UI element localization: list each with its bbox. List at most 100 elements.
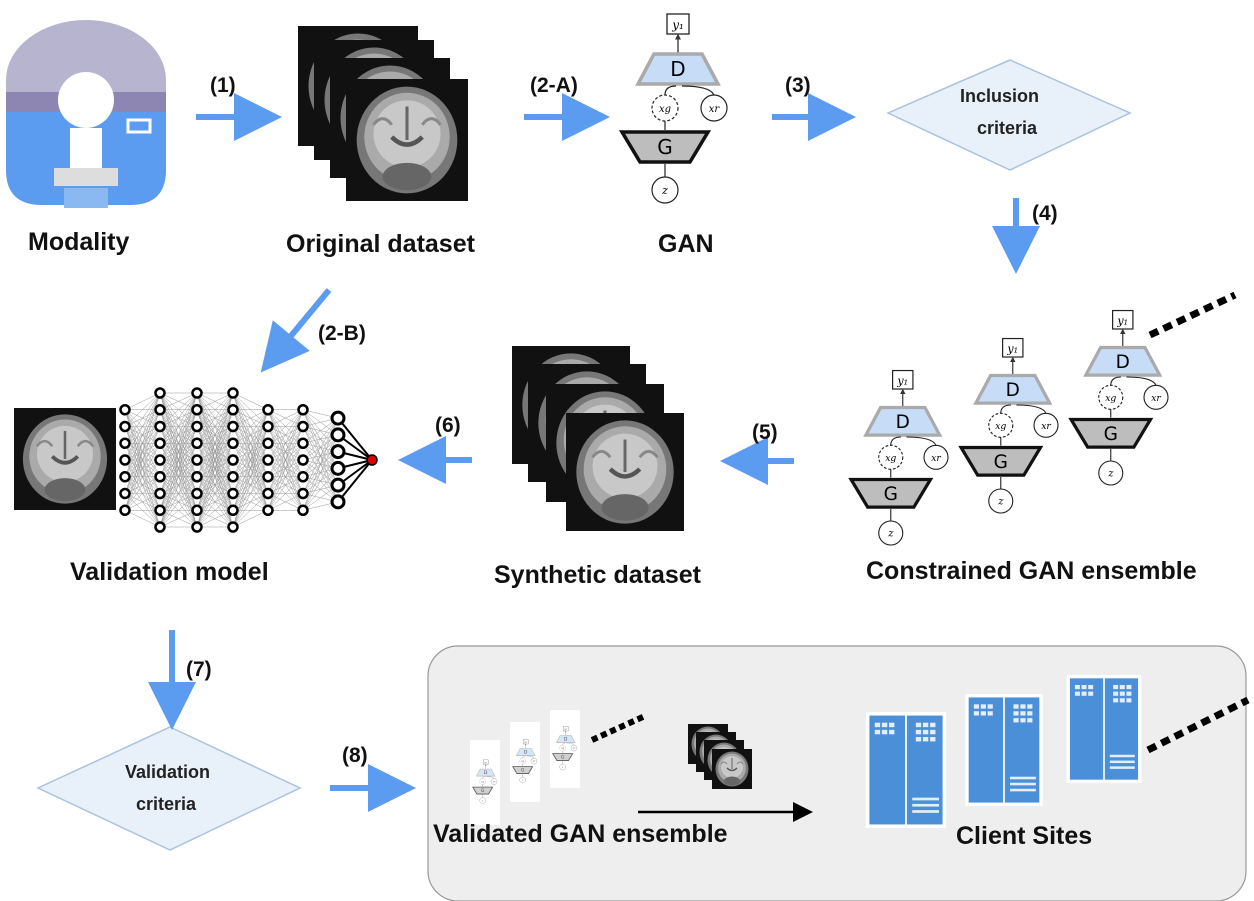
nn-edge (124, 392, 161, 410)
nn-edge (196, 409, 234, 528)
nn-edge (267, 409, 304, 494)
nn-edge (232, 409, 269, 477)
nn-node (119, 454, 131, 466)
nn-output-node (366, 454, 378, 466)
nn-edge (196, 426, 234, 528)
nn-edge (302, 451, 339, 511)
nn-edge (267, 409, 304, 477)
nn-node (297, 404, 309, 416)
nn-edge (267, 426, 304, 511)
nn-edge (232, 493, 269, 528)
nn-edge (159, 392, 198, 511)
nn-node (330, 477, 346, 493)
nn-node (297, 504, 309, 516)
original-dataset-label: Original dataset (286, 230, 475, 258)
inclusion-criteria-label-1: Inclusion (960, 86, 1040, 106)
nn-node (262, 420, 274, 433)
nn-edge (196, 392, 234, 444)
nn-node (262, 454, 274, 466)
nn-node (227, 437, 239, 449)
client-sites-servers (865, 675, 1250, 828)
gan-label: GAN (658, 230, 714, 258)
nn-edge (159, 493, 198, 528)
nn-node (119, 504, 131, 516)
nn-edge (267, 443, 304, 511)
nn-node (227, 404, 239, 416)
nn-edge (267, 409, 304, 427)
nn-node (191, 437, 203, 449)
nn-node (191, 521, 203, 533)
nn-edge (124, 510, 161, 528)
nn-node (262, 487, 274, 500)
nn-edge (124, 426, 161, 511)
nn-edge (196, 493, 234, 528)
nn-edge (232, 409, 269, 427)
validation-criteria-label-1: Validation (125, 762, 211, 782)
nn-node (262, 504, 274, 516)
nn-edge (302, 417, 339, 461)
nn-node (191, 504, 203, 516)
nn-node (330, 494, 346, 510)
nn-edge (232, 510, 269, 528)
constrained-gan-ensemble-diagram (851, 291, 1237, 545)
nn-edge (196, 392, 234, 494)
nn-edge (232, 392, 269, 410)
mri-scanner-icon (6, 20, 166, 208)
nn-edge (124, 392, 161, 461)
nn-node (154, 504, 166, 516)
nn-node (227, 487, 239, 500)
nn-node (227, 504, 239, 516)
nn-node (154, 487, 166, 500)
validation-model-network (14, 387, 378, 533)
nn-edge (232, 459, 269, 528)
step-2a-label: (2-A) (530, 74, 578, 97)
nn-edge (232, 409, 269, 494)
nn-edge (196, 392, 234, 461)
nn-node (154, 420, 166, 433)
nn-edge (196, 443, 234, 528)
nn-edge (232, 426, 269, 528)
nn-edge (159, 510, 198, 528)
nn-edge (302, 468, 339, 511)
client-sites-label: Client Sites (956, 822, 1093, 850)
nn-edge (159, 392, 198, 427)
nn-node (119, 487, 131, 500)
nn-edge (267, 476, 304, 511)
validation-criteria-label-2: criteria (136, 794, 197, 814)
nn-edge (232, 443, 269, 528)
nn-node (119, 420, 131, 433)
nn-edge (196, 392, 234, 511)
nn-node (154, 404, 166, 416)
nn-edge (196, 392, 234, 410)
modality-label: Modality (28, 228, 130, 256)
nn-node (191, 487, 203, 500)
nn-edge (196, 392, 234, 528)
nn-node (297, 487, 309, 500)
nn-edge (159, 426, 198, 528)
nn-node (262, 404, 274, 416)
step-2b-label: (2-B) (318, 322, 366, 345)
inclusion-criteria-label-2: criteria (977, 118, 1038, 138)
nn-node (119, 471, 131, 483)
nn-node (227, 420, 239, 433)
nn-node (227, 471, 239, 483)
step-3-label: (3) (785, 74, 811, 97)
nn-edge (267, 409, 304, 461)
nn-node (262, 471, 274, 483)
validation-model-label: Validation model (70, 558, 269, 586)
nn-node (227, 387, 239, 399)
nn-edge (159, 409, 198, 528)
nn-node (297, 471, 309, 483)
step-8-label: (8) (342, 744, 368, 767)
nn-edge (159, 392, 198, 528)
nn-edge (267, 409, 304, 444)
nn-edge (267, 493, 304, 511)
nn-node (297, 454, 309, 466)
nn-edge (196, 476, 234, 528)
nn-edge (302, 417, 339, 477)
constrained-gan-ensemble-label: Constrained GAN ensemble (866, 557, 1197, 585)
nn-edge (196, 392, 234, 477)
flow-arrows (148, 93, 1040, 812)
validated-gan-ensemble-diagram (470, 710, 647, 825)
